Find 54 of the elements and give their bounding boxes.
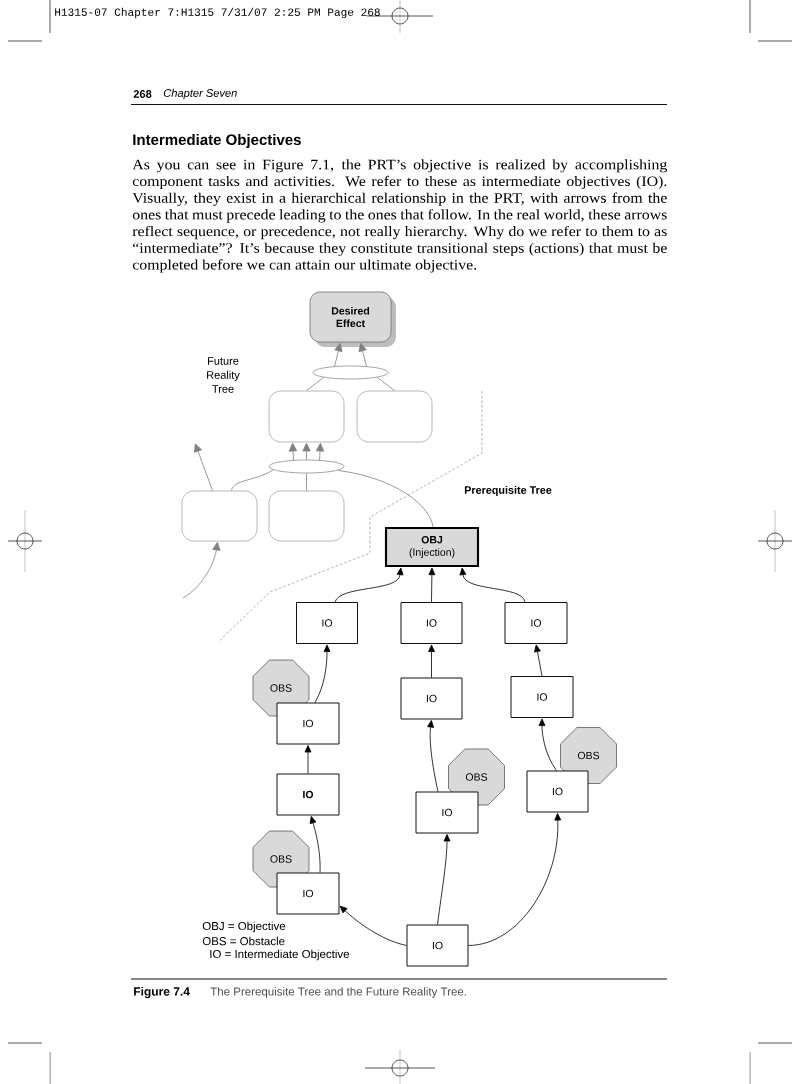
arrow <box>334 342 343 367</box>
arrow <box>427 720 439 792</box>
arrow <box>534 644 543 677</box>
arrow <box>302 442 311 460</box>
print-slug: H1315-07 Chapter 7:H1315 7/31/07 2:25 PM Page 268 <box>55 7 380 19</box>
connector-line <box>377 377 395 391</box>
arrow <box>194 443 213 491</box>
io-box: IO <box>504 602 568 644</box>
arrow <box>428 644 435 678</box>
figure-caption: The Prerequisite Tree and the Future Reality Tree. <box>210 987 466 998</box>
effect-box: Desired Effect <box>309 291 396 347</box>
body-paragraph: As you can see in Figure 7.1, the PRT’s objective is realized by accomplishing component tasks and activities. We refer to these as intermediate objectives (IO). Visually, they exist in a hierarchical relationship in the PRT, with arrows from the ones that must precede leading to the ones that follow. In the real world, these arrows reflect sequence, or precedence, not really hierarchy. Why do we refer to them to as “intermediate”? It’s because they constitute transitional steps (actions) that must be completed before we can attain our ultimate objective. <box>132 159 667 273</box>
io-box: IO <box>526 770 589 813</box>
io-box: IO <box>276 702 340 745</box>
running-head: Chapter Seven <box>163 88 237 100</box>
arrow <box>468 813 562 946</box>
arrow <box>288 442 298 461</box>
tree-label: Future Reality Tree <box>207 357 240 393</box>
arrow <box>339 905 407 946</box>
arrow <box>304 745 312 774</box>
io-box: IO <box>415 791 479 834</box>
io-box: IO <box>510 676 574 718</box>
objective-box: OBJ (Injection) <box>384 526 480 568</box>
abbreviation-note: OBS = Obstacle <box>202 936 285 946</box>
io-box: IO <box>400 677 463 720</box>
junction-ellipse <box>312 365 389 380</box>
figure-number: Figure 7.4 <box>134 986 190 999</box>
abbreviation-note: OBJ = Objective <box>202 921 286 933</box>
connector-line <box>306 473 307 491</box>
arrow <box>315 442 325 461</box>
connector-line <box>306 377 324 391</box>
arrow <box>309 816 321 873</box>
arrow <box>428 567 436 603</box>
tree-label: Prerequisite Tree <box>464 486 552 497</box>
io-box: IO <box>406 924 469 967</box>
arrow <box>459 567 526 603</box>
connector-line <box>338 470 434 528</box>
page-number: 268 <box>133 90 152 98</box>
arrow <box>182 541 221 599</box>
rounded-box <box>268 490 345 542</box>
arrow <box>437 834 451 925</box>
connector-line <box>231 469 274 491</box>
io-box: IO <box>276 872 340 915</box>
abbreviation-note: IO = Intermediate Objective <box>210 949 350 961</box>
io-box: IO <box>400 602 463 644</box>
io-box: IO <box>296 602 358 644</box>
arrow <box>358 342 367 367</box>
arrow <box>334 567 404 603</box>
section-heading: Intermediate Objectives <box>133 134 301 148</box>
junction-ellipse <box>268 459 345 474</box>
io-box: IO <box>276 773 340 816</box>
rounded-box <box>356 390 433 443</box>
rounded-box <box>181 490 258 542</box>
rounded-box <box>268 390 345 443</box>
